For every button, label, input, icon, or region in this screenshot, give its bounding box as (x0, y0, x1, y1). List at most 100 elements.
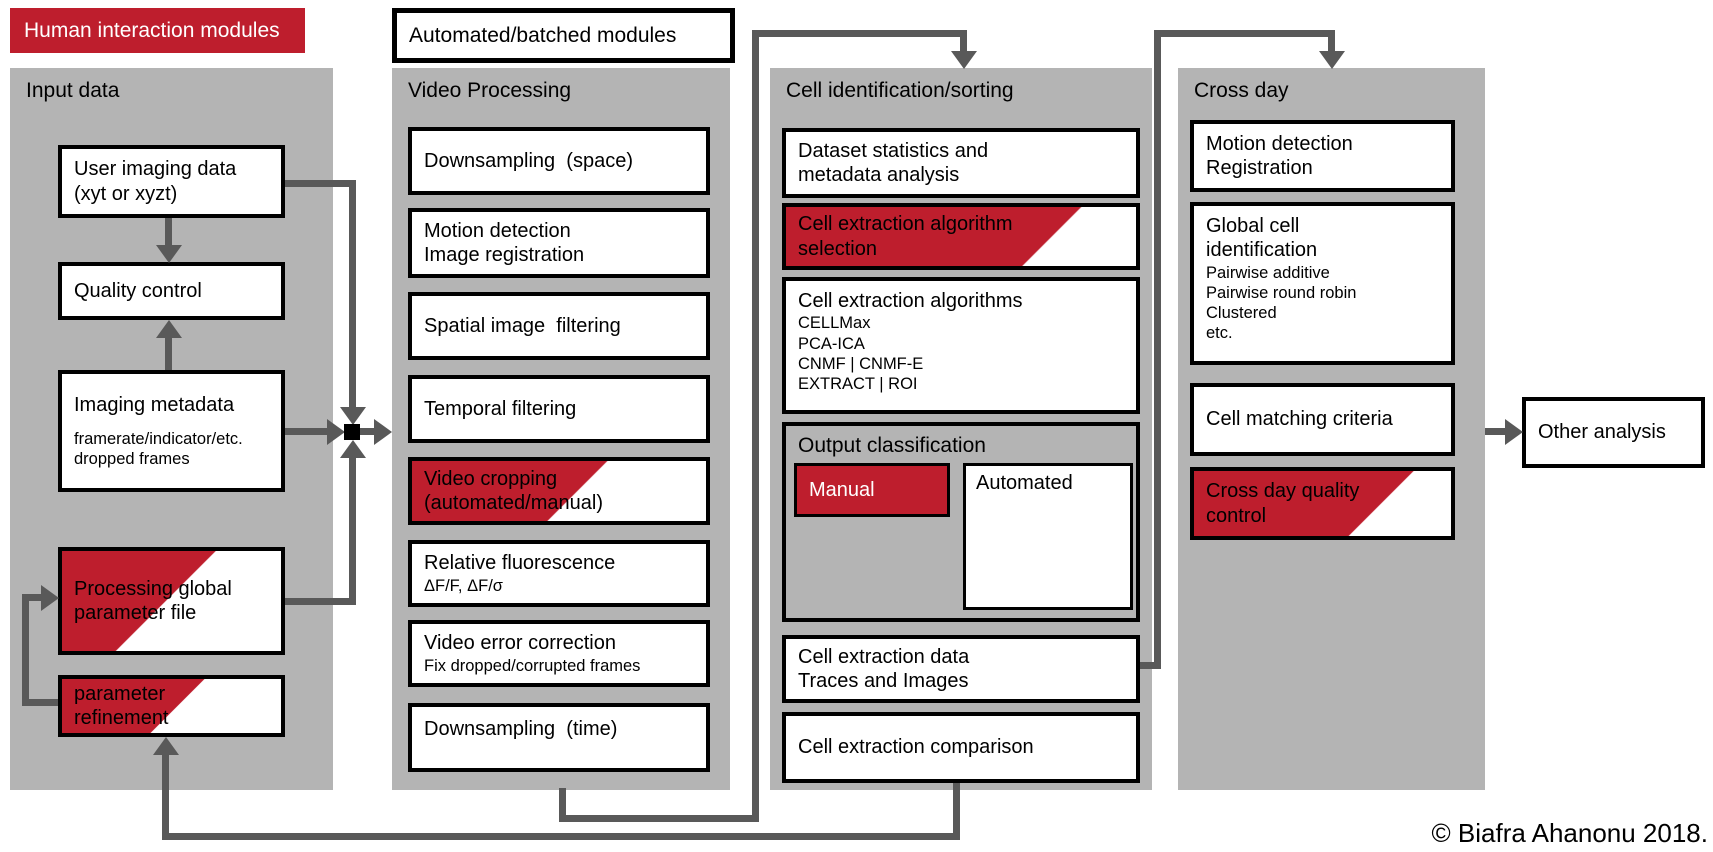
box-subline: PCA-ICA (798, 334, 865, 353)
box-line: selection (798, 237, 877, 260)
line-segment (165, 218, 172, 248)
arrowhead-up (153, 737, 179, 755)
box-line: User imaging data (74, 158, 237, 181)
line-segment (349, 180, 356, 410)
box-crossday-quality-control: Cross day quality control (1190, 467, 1455, 540)
box-subline: dropped frames (74, 450, 190, 469)
line-segment (1140, 662, 1161, 669)
box-line: Cell extraction algorithm (798, 213, 1013, 236)
line-segment (559, 815, 759, 822)
box-cell-extraction-comparison: Cell extraction comparison (782, 712, 1140, 783)
box-line: identification (1206, 239, 1318, 262)
box-cell-extraction-data: Cell extraction data Traces and Images (782, 635, 1140, 703)
box-subline: Clustered (1206, 304, 1277, 323)
box-line: Temporal filtering (424, 397, 577, 420)
box-video-cropping: Video cropping (automated/manual) (408, 457, 710, 525)
box-global-cell-identification: Global cell identification Pairwise addi… (1190, 202, 1455, 365)
automated-label: Automated (976, 472, 1073, 494)
box-line: Downsampling (space) (424, 149, 633, 172)
box-cell-extraction-algorithms: Cell extraction algorithms CELLMax PCA-I… (782, 277, 1140, 414)
box-subline: etc. (1206, 324, 1233, 343)
arrowhead-down (951, 51, 977, 69)
box-line: Registration (1206, 157, 1313, 179)
box-line: Relative fluorescence (424, 552, 616, 575)
line-segment (360, 428, 375, 435)
line-segment (165, 333, 172, 370)
box-video-error-correction: Video error correction Fix dropped/corru… (408, 620, 710, 687)
box-processing-global-parameter-file: Processing global parameter file (58, 547, 285, 655)
line-segment (1485, 428, 1507, 435)
box-parameter-refinement: parameter refinement (58, 675, 285, 737)
box-quality-control: Quality control (58, 262, 285, 320)
arrowhead-down (156, 245, 182, 263)
output-classification-label: Output classification (798, 434, 986, 457)
column-title-cell-identification: Cell identification/sorting (786, 79, 1014, 102)
box-imaging-metadata: Imaging metadata framerate/indicator/etc… (58, 370, 285, 492)
line-segment (162, 750, 169, 840)
box-user-imaging-data: User imaging data (xyt or xyzt) (58, 145, 285, 218)
arrowhead-up (156, 320, 182, 338)
box-line: Downsampling (time) (424, 718, 618, 740)
box-line: Motion detection (424, 219, 571, 242)
box-line: refinement (74, 707, 169, 729)
line-segment (349, 454, 356, 602)
box-dataset-statistics: Dataset statistics and metadata analysis (782, 128, 1140, 198)
box-line: Cell extraction comparison (798, 736, 1034, 759)
line-segment (752, 30, 967, 37)
box-line: Global cell (1206, 215, 1300, 237)
box-line: Motion detection (1206, 132, 1353, 155)
line-segment (22, 594, 29, 706)
box-spatial-filtering: Spatial image filtering (408, 292, 710, 360)
box-temporal-filtering: Temporal filtering (408, 375, 710, 443)
manual-label: Manual (809, 478, 875, 501)
arrowhead-right (1505, 419, 1523, 445)
box-subline: Pairwise round robin (1206, 283, 1357, 302)
box-line: Video error correction (424, 632, 616, 655)
box-subline: ΔF/F, ΔF/σ (424, 576, 503, 595)
box-subline: Pairwise additive (1206, 263, 1330, 282)
line-segment (559, 788, 566, 822)
line-segment (29, 594, 43, 601)
line-segment (1154, 30, 1161, 669)
box-relative-fluorescence: Relative fluorescence ΔF/F, ΔF/σ (408, 540, 710, 607)
box-subline: Fix dropped/corrupted frames (424, 656, 641, 675)
box-manual-classification: Manual (794, 463, 950, 517)
box-downsampling-time: Downsampling (time) (408, 703, 710, 772)
box-line: Image registration (424, 244, 585, 266)
line-segment (960, 30, 967, 54)
box-line: Spatial image filtering (424, 314, 621, 337)
line-segment (29, 699, 58, 706)
box-line: (xyt or xyzt) (74, 182, 178, 205)
box-line: (automated/manual) (424, 492, 603, 514)
box-line: parameter (74, 682, 166, 705)
box-other-analysis: Other analysis (1522, 397, 1705, 468)
box-line: Other analysis (1538, 421, 1666, 444)
box-line: Dataset statistics and (798, 139, 989, 162)
arrowhead-up (340, 440, 366, 458)
legend-automated-label: Automated/batched modules (409, 23, 677, 47)
box-line: Processing global (74, 577, 232, 600)
arrowhead-right (374, 419, 392, 445)
line-segment (162, 833, 960, 840)
box-line: Quality control (74, 279, 202, 302)
arrowhead-down (340, 407, 366, 425)
box-cell-extraction-algorithm-selection: Cell extraction algorithm selection (782, 203, 1140, 270)
arrowhead-right (41, 585, 59, 611)
box-line: Cell matching criteria (1206, 408, 1393, 431)
box-line: Imaging metadata (74, 393, 235, 416)
box-automated-classification: Automated (963, 463, 1133, 610)
box-line: Cell extraction data (798, 645, 970, 668)
box-subline: CELLMax (798, 314, 871, 333)
line-segment (1154, 30, 1335, 37)
box-cell-matching-criteria: Cell matching criteria (1190, 383, 1455, 456)
box-line: metadata analysis (798, 164, 960, 186)
line-segment (752, 30, 759, 822)
box-downsampling-space: Downsampling (space) (408, 127, 710, 195)
box-crossday-motion-detection: Motion detection Registration (1190, 120, 1455, 192)
legend-automated: Automated/batched modules (392, 8, 735, 63)
legend-human-label: Human interaction modules (24, 18, 280, 42)
line-segment (1328, 30, 1335, 54)
box-line: Traces and Images (798, 670, 969, 692)
box-line: Cross day quality (1206, 480, 1360, 503)
